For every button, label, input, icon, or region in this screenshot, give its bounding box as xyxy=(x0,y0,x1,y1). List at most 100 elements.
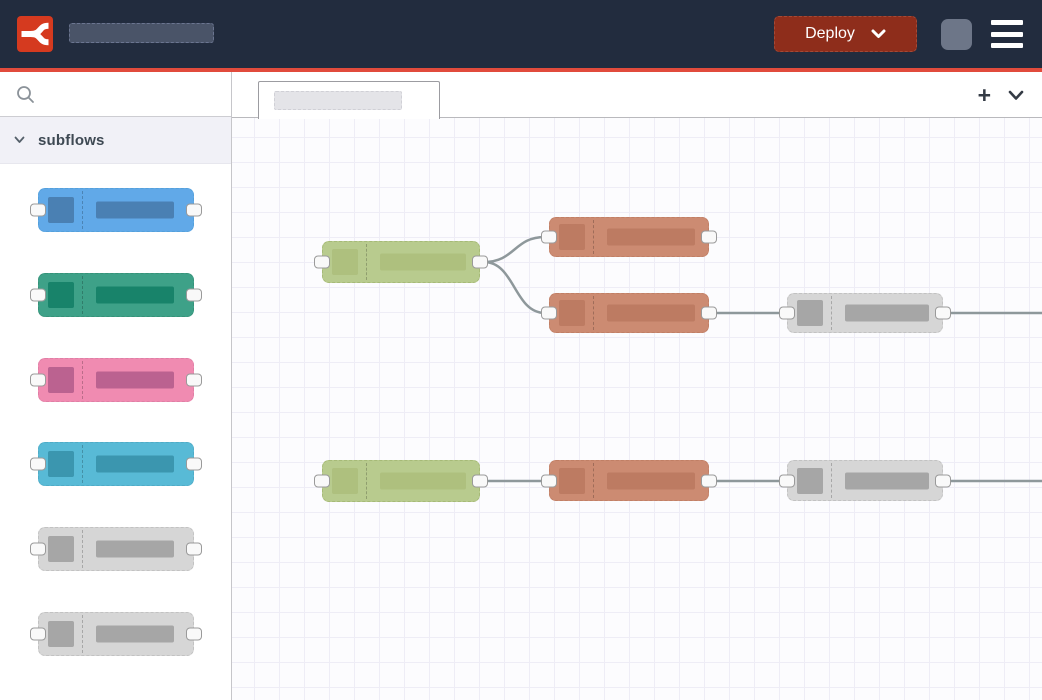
node-icon xyxy=(797,467,823,494)
node-icon xyxy=(48,621,74,647)
node-port-in[interactable] xyxy=(30,457,46,471)
node-port-in[interactable] xyxy=(30,627,46,641)
flow-node-orange-3[interactable] xyxy=(541,460,717,501)
workspace-title-placeholder xyxy=(69,23,214,43)
node-port-out[interactable] xyxy=(186,288,202,302)
workspace-tab-bar: + xyxy=(232,72,1042,119)
node-label-placeholder xyxy=(607,472,695,489)
node-port-in[interactable] xyxy=(30,203,46,217)
flow-node-orange-1[interactable] xyxy=(541,217,717,257)
node-icon-separator xyxy=(593,296,594,330)
node-label-placeholder xyxy=(96,201,174,219)
node-port-in[interactable] xyxy=(30,373,46,387)
subflow-green[interactable] xyxy=(30,273,202,317)
chevron-down-icon xyxy=(871,29,886,38)
node-port-in[interactable] xyxy=(314,474,330,488)
node-port-out[interactable] xyxy=(186,373,202,387)
node-port-out[interactable] xyxy=(472,474,488,488)
menu-icon-bar xyxy=(991,20,1023,25)
deploy-button[interactable]: Deploy xyxy=(774,16,917,52)
node-icon xyxy=(332,468,358,494)
node-label-placeholder xyxy=(380,472,466,490)
flow-node-green-2[interactable] xyxy=(314,460,488,502)
node-icon xyxy=(48,197,74,223)
palette-category-subflows[interactable]: subflows xyxy=(0,117,231,164)
node-port-in[interactable] xyxy=(30,542,46,556)
node-port-out[interactable] xyxy=(701,230,717,244)
node-icon xyxy=(797,300,823,326)
node-port-out[interactable] xyxy=(701,474,717,487)
node-label-placeholder xyxy=(607,228,695,246)
node-port-out[interactable] xyxy=(472,255,488,269)
tab-label-placeholder xyxy=(274,91,402,110)
node-icon-separator xyxy=(366,244,367,280)
workspace-tab[interactable] xyxy=(258,81,440,119)
main-area: subflows + xyxy=(0,72,1042,700)
node-red-glyph xyxy=(21,22,49,46)
header: Deploy xyxy=(0,0,1042,68)
node-port-in[interactable] xyxy=(541,306,557,320)
node-port-out[interactable] xyxy=(186,457,202,471)
node-label-placeholder xyxy=(96,371,174,389)
palette-category-label: subflows xyxy=(38,131,105,149)
subflow-gray[interactable] xyxy=(30,612,202,656)
node-red-logo-icon[interactable] xyxy=(17,16,53,52)
node-port-in[interactable] xyxy=(541,474,557,487)
node-icon xyxy=(48,536,74,562)
node-port-out[interactable] xyxy=(935,474,951,487)
node-icon-separator xyxy=(82,191,83,229)
node-icon-separator xyxy=(366,463,367,499)
palette-node-list xyxy=(0,164,231,700)
node-icon-separator xyxy=(831,296,832,330)
node-label-placeholder xyxy=(96,286,174,304)
node-icon-separator xyxy=(831,463,832,498)
palette-sidebar: subflows xyxy=(0,72,232,700)
palette-search[interactable] xyxy=(0,72,231,117)
user-avatar[interactable] xyxy=(941,19,972,50)
node-port-out[interactable] xyxy=(935,306,951,320)
add-flow-button[interactable]: + xyxy=(977,81,991,108)
node-port-in[interactable] xyxy=(314,255,330,269)
node-label-placeholder xyxy=(845,304,929,322)
node-label-placeholder xyxy=(845,472,929,489)
node-icon xyxy=(48,367,74,393)
wire-layer xyxy=(483,235,1042,483)
node-port-out[interactable] xyxy=(186,542,202,556)
node-icon xyxy=(559,467,585,494)
node-icon-separator xyxy=(82,615,83,653)
subflow-pink[interactable] xyxy=(30,358,202,402)
chevron-down-icon xyxy=(14,136,25,143)
node-label-placeholder xyxy=(380,253,466,271)
flow-node-green-1[interactable] xyxy=(314,241,488,283)
node-label-placeholder xyxy=(96,625,174,643)
search-icon xyxy=(17,85,34,103)
flow-node-gray-2[interactable] xyxy=(779,460,951,501)
node-port-out[interactable] xyxy=(186,203,202,217)
node-label-placeholder xyxy=(607,304,695,322)
node-port-in[interactable] xyxy=(779,474,795,487)
node-icon-separator xyxy=(593,463,594,498)
node-port-in[interactable] xyxy=(30,288,46,302)
node-label-placeholder xyxy=(96,455,174,473)
node-icon xyxy=(559,224,585,250)
flow-node-gray-1[interactable] xyxy=(779,293,951,333)
wire[interactable] xyxy=(483,235,546,264)
flow-list-chevron-down-icon[interactable] xyxy=(1008,90,1024,101)
node-port-in[interactable] xyxy=(541,230,557,244)
subflow-cyan[interactable] xyxy=(30,442,202,486)
subflow-blue[interactable] xyxy=(30,188,202,232)
node-port-out[interactable] xyxy=(701,306,717,320)
menu-icon-bar xyxy=(991,43,1023,48)
tab-actions: + xyxy=(978,72,1024,118)
main-menu-button[interactable] xyxy=(991,20,1023,48)
node-icon xyxy=(559,300,585,326)
header-accent-line xyxy=(0,68,1042,72)
wire[interactable] xyxy=(483,260,546,315)
subflow-gray[interactable] xyxy=(30,527,202,571)
node-port-in[interactable] xyxy=(779,306,795,320)
node-port-out[interactable] xyxy=(186,627,202,641)
menu-icon-bar xyxy=(991,31,1023,37)
flow-canvas[interactable] xyxy=(232,118,1042,700)
flow-node-orange-2[interactable] xyxy=(541,293,717,333)
